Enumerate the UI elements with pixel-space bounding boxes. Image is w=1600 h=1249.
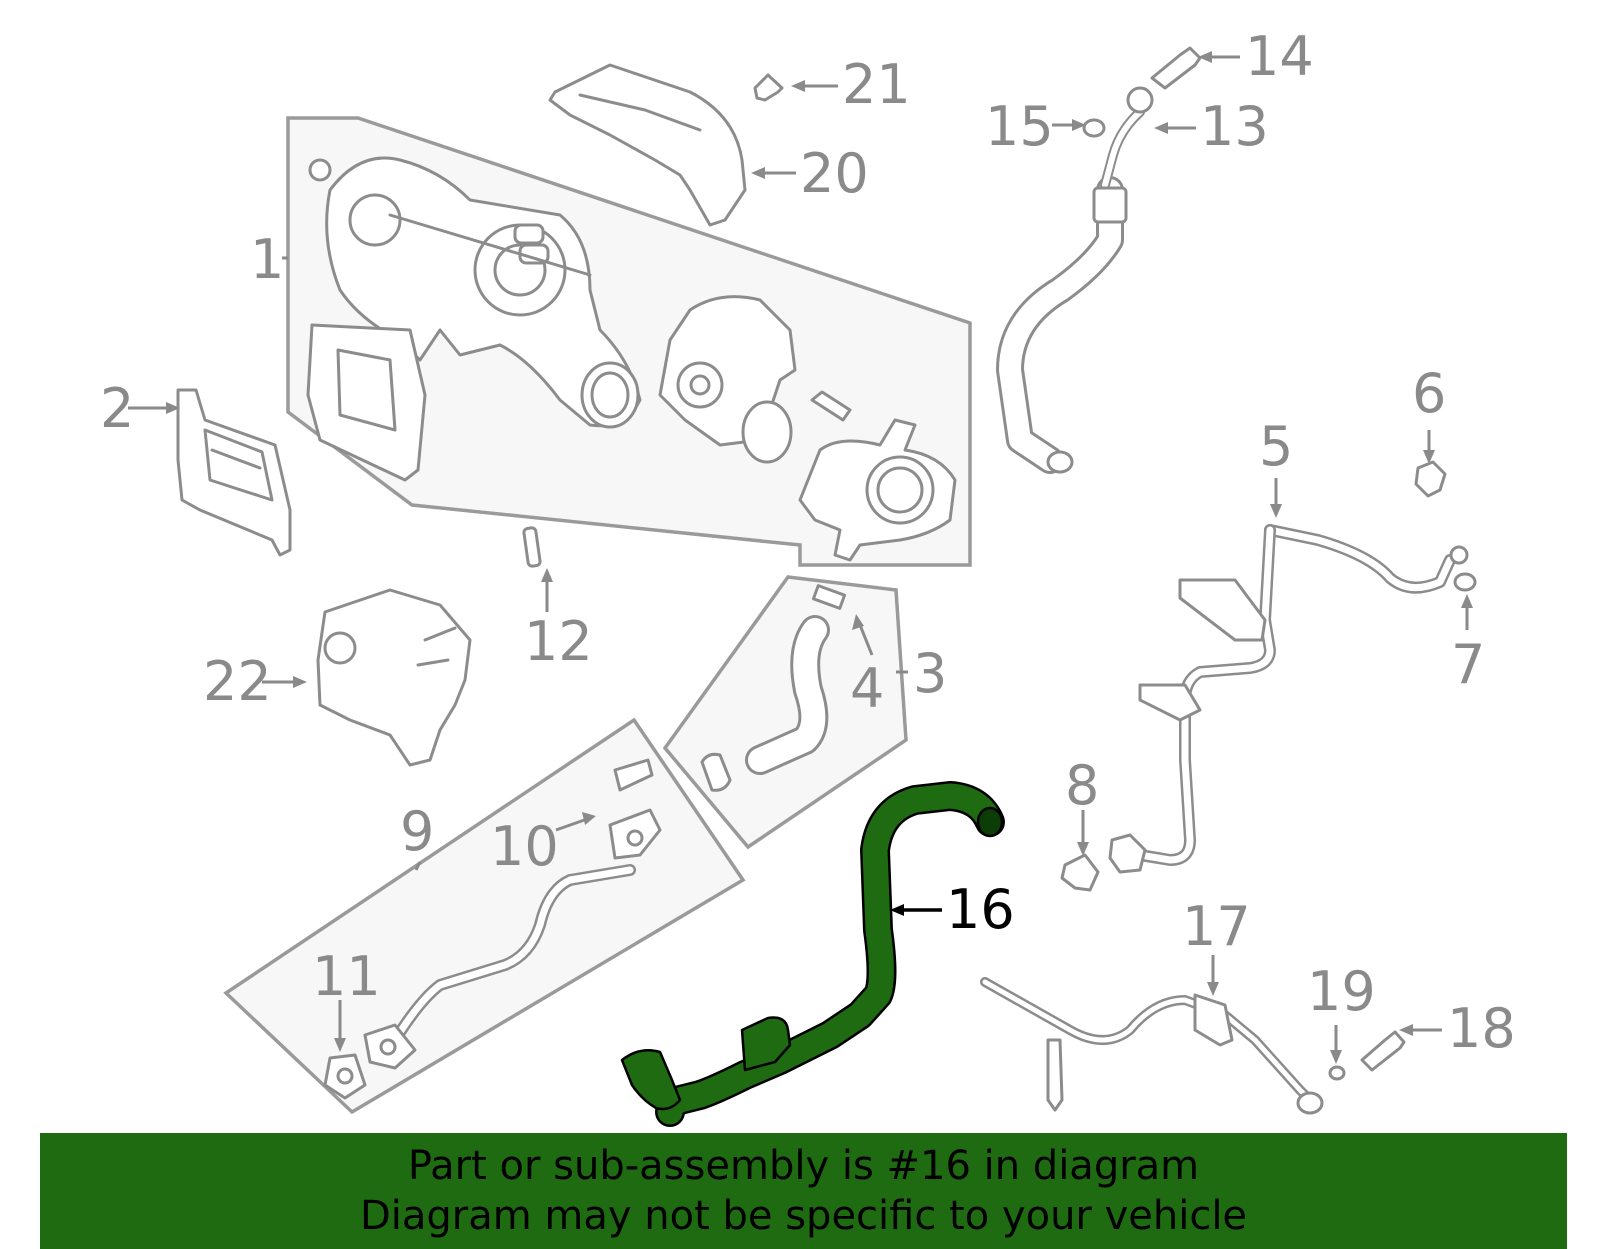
callout-7: 7 — [1451, 633, 1485, 696]
coolant-hose-upper[interactable] — [996, 86, 1154, 474]
coolant-pipe-5[interactable] — [1108, 524, 1469, 874]
banner-line-1: Part or sub-assembly is #16 in diagram — [407, 1143, 1200, 1189]
oil-feed-line[interactable] — [323, 758, 662, 1100]
bolt-18 — [1360, 1030, 1406, 1072]
clamp-8 — [1060, 853, 1100, 892]
bolt-21 — [753, 73, 784, 102]
outlet-housing[interactable] — [798, 418, 957, 562]
callout-labels: 1 2 3 4 5 6 7 8 9 10 11 12 13 14 15 16 1… — [100, 25, 1516, 1060]
highlighted-part-16[interactable] — [620, 781, 1005, 1127]
callout-15: 15 — [985, 95, 1054, 158]
callout-11: 11 — [312, 945, 381, 1008]
callout-10: 10 — [490, 815, 559, 878]
callout-4: 4 — [850, 657, 884, 720]
callout-22: 22 — [203, 650, 272, 713]
turbo-hose[interactable] — [700, 584, 847, 792]
callout-8: 8 — [1065, 754, 1099, 817]
callout-12: 12 — [524, 610, 593, 673]
callout-20: 20 — [800, 142, 869, 205]
heat-shield-upper[interactable] — [548, 63, 747, 227]
heat-shield-lower[interactable] — [316, 588, 472, 767]
callout-19: 19 — [1307, 960, 1376, 1023]
callout-16: 16 — [946, 878, 1015, 941]
callout-3: 3 — [913, 642, 947, 705]
callout-1: 1 — [250, 228, 284, 291]
group-box-9 — [223, 717, 746, 1115]
callout-13: 13 — [1200, 95, 1269, 158]
leader-arrows — [128, 51, 1473, 1064]
bolt — [810, 390, 852, 422]
turbocharger[interactable] — [306, 156, 642, 482]
banner-line-2: Diagram may not be specific to your vehi… — [359, 1193, 1248, 1239]
callout-18: 18 — [1447, 997, 1516, 1060]
o-ring-7 — [1453, 572, 1477, 592]
callout-6: 6 — [1412, 362, 1446, 425]
callout-2: 2 — [100, 377, 134, 440]
info-banner: Part or sub-assembly is #16 in diagram D… — [40, 1133, 1567, 1249]
bolt-14 — [1150, 46, 1202, 90]
callout-17: 17 — [1182, 895, 1251, 958]
callout-5: 5 — [1259, 415, 1293, 478]
callout-21: 21 — [842, 53, 911, 116]
o-ring-19 — [1328, 1065, 1346, 1081]
coolant-pipe-17[interactable] — [980, 977, 1324, 1115]
callout-9: 9 — [400, 800, 434, 863]
dowel-pin — [522, 526, 542, 568]
o-ring-15 — [1082, 118, 1106, 138]
o-ring — [741, 400, 793, 464]
sensor-6 — [1414, 460, 1447, 498]
gasket[interactable] — [176, 388, 292, 557]
callout-14: 14 — [1245, 25, 1314, 88]
